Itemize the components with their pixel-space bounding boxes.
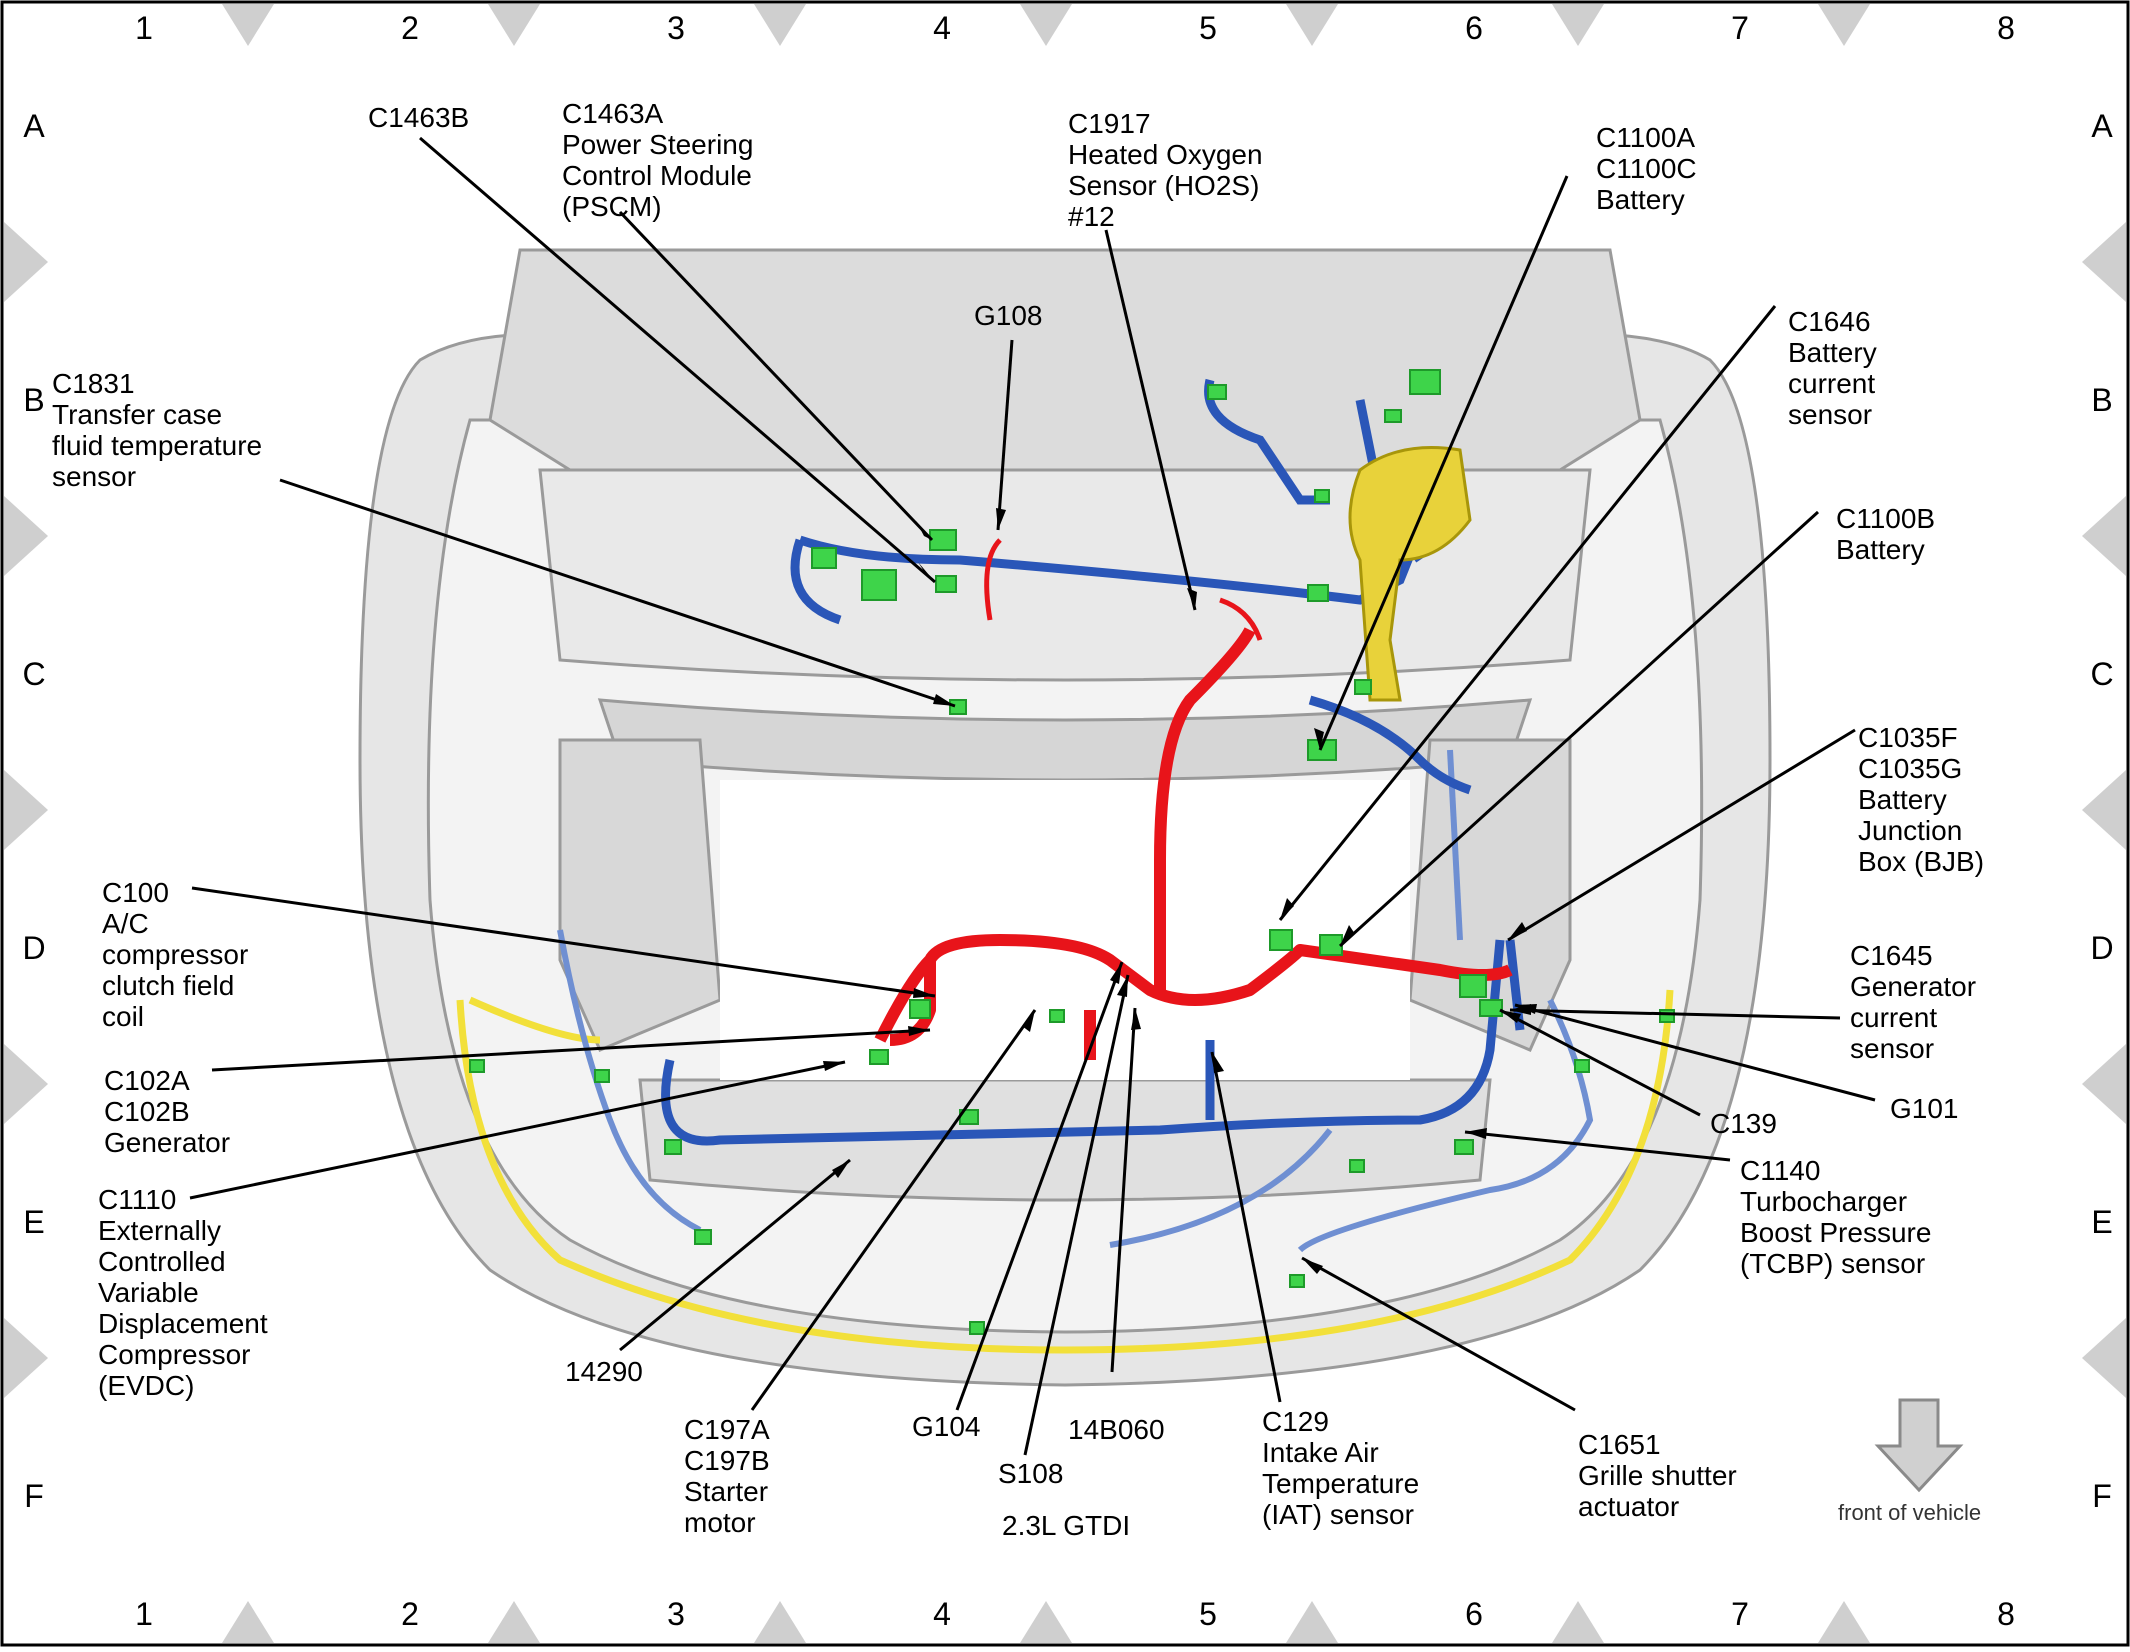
grid-col-top-4: 4 xyxy=(933,10,951,46)
grid-row-left-f: F xyxy=(24,1478,44,1514)
grid-col-top-2: 2 xyxy=(401,10,419,46)
vehicle-body xyxy=(358,248,1772,1387)
grid-col-top-7: 7 xyxy=(1731,10,1749,46)
label-g104: G104 xyxy=(912,1411,981,1442)
grid-col-top-5: 5 xyxy=(1199,10,1217,46)
label-c1110: C1110 Externally Controlled Variable Dis… xyxy=(98,1184,268,1401)
grid-col-bottom-7: 7 xyxy=(1731,1596,1749,1632)
label-14b060: 14B060 xyxy=(1068,1414,1165,1445)
label-c1651: C1651 Grille shutter actuator xyxy=(1578,1429,1737,1522)
grid-row-right-a: A xyxy=(2091,108,2113,144)
label-c139: C139 xyxy=(1710,1108,1777,1139)
grid-col-top-1: 1 xyxy=(135,10,153,46)
label-c1646: C1646 Battery current sensor xyxy=(1788,306,1877,430)
left-strut-tower xyxy=(558,738,722,1052)
radiator-grille xyxy=(597,698,1533,782)
grid-col-bottom-5: 5 xyxy=(1199,1596,1217,1632)
grid-col-bottom-3: 3 xyxy=(667,1596,685,1632)
grid-col-bottom-6: 6 xyxy=(1465,1596,1483,1632)
label-c1463a: C1463A Power Steering Control Module (PS… xyxy=(562,98,754,222)
grid-col-bottom-1: 1 xyxy=(135,1596,153,1632)
label-c1035: C1035F C1035G Battery Junction Box (BJB) xyxy=(1858,722,1985,877)
grid-col-top-3: 3 xyxy=(667,10,685,46)
grid-row-left-d: D xyxy=(22,930,46,966)
label-c1645: C1645 Generator current sensor xyxy=(1850,940,1977,1064)
grid-row-right-b: B xyxy=(2091,382,2113,418)
grid-row-right-e: E xyxy=(2091,1204,2113,1240)
label-g101: G101 xyxy=(1890,1093,1959,1124)
engine-title: 2.3L GTDI xyxy=(1002,1510,1131,1541)
label-g108: G108 xyxy=(974,300,1043,331)
label-14290: 14290 xyxy=(565,1356,643,1387)
grid-col-bottom-4: 4 xyxy=(933,1596,951,1632)
firewall xyxy=(488,248,1642,472)
front-arrow-icon xyxy=(1874,1398,1964,1493)
cowl-panel xyxy=(538,468,1592,682)
leader-lines xyxy=(189,136,1876,1456)
label-s108: S108 xyxy=(998,1458,1064,1489)
grid-col-bottom-2: 2 xyxy=(401,1596,419,1632)
label-c1100a: C1100A C1100C Battery xyxy=(1596,122,1697,215)
grid-markers xyxy=(4,4,2126,1643)
grid-row-right-d: D xyxy=(2090,930,2114,966)
grid-row-left-b: B xyxy=(23,382,45,418)
label-c1140: C1140 Turbocharger Boost Pressure (TCBP)… xyxy=(1740,1155,1932,1279)
yellow-harness xyxy=(456,989,1674,1354)
label-c1100b: C1100B Battery xyxy=(1836,503,1936,565)
grid-row-left-a: A xyxy=(23,108,45,144)
battery xyxy=(1348,446,1472,702)
label-c100: C100 A/C compressor clutch field coil xyxy=(102,877,249,1032)
engine-bay-opening xyxy=(720,780,1410,1080)
grid-col-top-6: 6 xyxy=(1465,10,1483,46)
grid-row-left-e: E xyxy=(23,1204,45,1240)
grid-row-right-c: C xyxy=(2090,656,2114,692)
label-c129: C129 Intake Air Temperature (IAT) sensor xyxy=(1262,1406,1420,1530)
connectors xyxy=(469,369,1675,1335)
label-c1831: C1831 Transfer case fluid temperature se… xyxy=(52,368,263,492)
leader-arrowheads xyxy=(823,508,1537,1274)
grid-col-top-8: 8 xyxy=(1997,10,2015,46)
grid-col-bottom-8: 8 xyxy=(1997,1596,2015,1632)
label-c102: C102A C102B Generator xyxy=(104,1065,231,1158)
label-c1463b: C1463B xyxy=(368,102,470,133)
grid-row-right-f: F xyxy=(2092,1478,2112,1514)
grid-row-left-c: C xyxy=(22,656,46,692)
label-c197: C197A C197B Starter motor xyxy=(684,1414,770,1538)
front-of-vehicle-label: front of vehicle xyxy=(1838,1500,1982,1525)
label-c1917: C1917 Heated Oxygen Sensor (HO2S) #12 xyxy=(1068,108,1263,232)
